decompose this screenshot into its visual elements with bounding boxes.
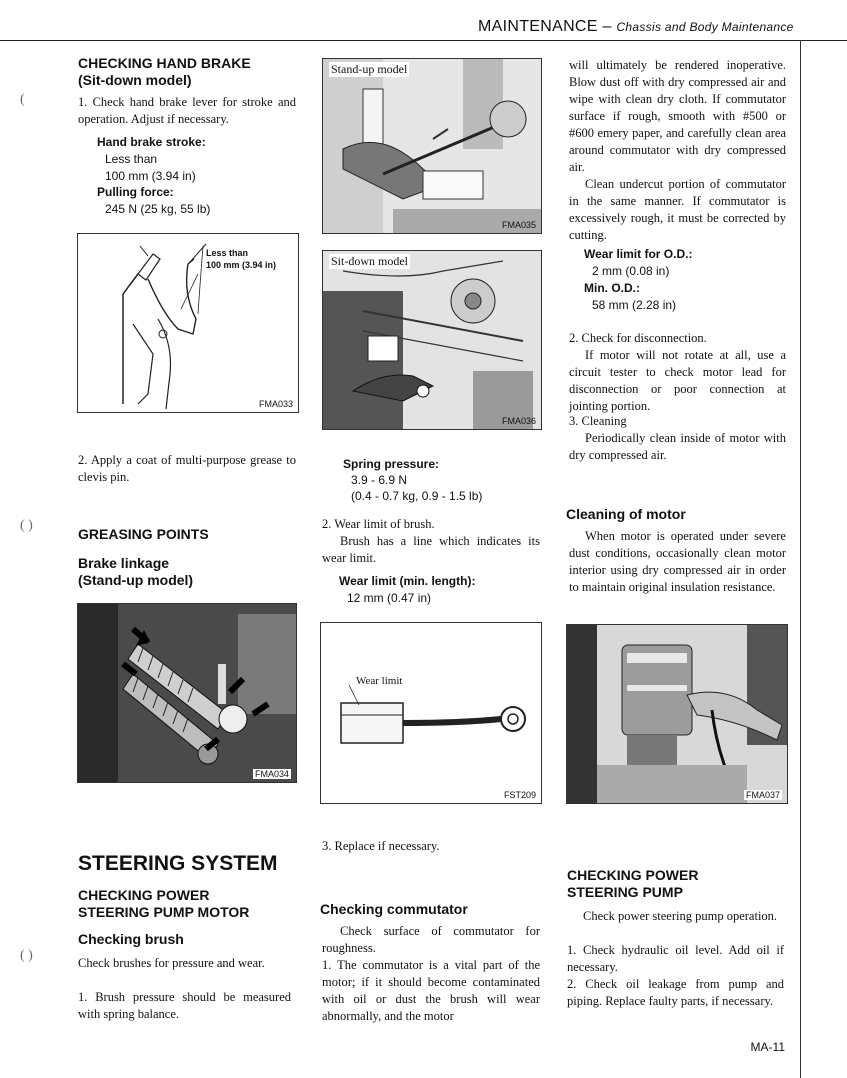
paragraph: Brush has a line which indicates its wea…	[322, 534, 540, 565]
title-cpsp-2: STEERING PUMP	[567, 884, 683, 900]
page-header: MAINTENANCE – Chassis and Body Maintenan…	[478, 18, 794, 35]
figure-sitdown-motor: Sit-down model FMA036	[322, 250, 542, 430]
paragraph: 2. Wear limit of brush.	[322, 517, 435, 531]
spec-value: 3.9 - 6.9 N	[351, 473, 408, 487]
spec-value: 245 N (25 kg, 55 lb)	[105, 202, 211, 216]
fig-label: Less than	[206, 248, 249, 258]
figure-brush-wear: Wear limit FST209	[320, 622, 542, 804]
figure-standup-motor: Stand-up model FMA035	[322, 58, 542, 234]
paragraph: 1. Check hydraulic oil level. Add oil if…	[567, 943, 784, 974]
paragraph: Check surface of commutator for roughnes…	[322, 924, 540, 955]
brush-drawing	[340, 684, 526, 744]
hand-brake-drawing	[122, 243, 207, 410]
figure-cleaning-motor: FMA037	[566, 624, 788, 804]
paragraph: If motor will not rotate at all, use a c…	[569, 348, 786, 413]
spec-label: Pulling force:	[97, 185, 174, 199]
figure-code: FMA034	[252, 769, 291, 779]
title-greasing-points: GREASING POINTS	[78, 526, 209, 542]
paragraph: 1. Brush pressure should be measured wit…	[78, 990, 291, 1021]
spec-label: Wear limit for O.D.:	[584, 247, 693, 261]
figure-code: FMA035	[501, 220, 536, 230]
spec-value: (0.4 - 0.7 kg, 0.9 - 1.5 lb)	[351, 489, 483, 503]
paragraph: Check power steering pump operation.	[583, 909, 778, 923]
title-steering-system: STEERING SYSTEM	[78, 852, 278, 875]
spec-value: Less than	[105, 152, 158, 166]
paragraph: Clean undercut portion of commutator in …	[569, 177, 786, 242]
spec-value: 12 mm (0.47 in)	[347, 591, 432, 605]
header-sub: Chassis and Body Maintenance	[616, 20, 794, 34]
binding-mark: ( )	[20, 948, 33, 963]
paragraph: 1. Check hand brake lever for stroke and…	[78, 95, 296, 126]
header-main: MAINTENANCE	[478, 18, 598, 35]
page-number: MA-11	[750, 1040, 785, 1054]
figure-code: FMA033	[258, 399, 293, 409]
paragraph: 3. Replace if necessary.	[322, 839, 440, 853]
spec-label: Wear limit (min. length):	[339, 574, 476, 588]
fig-label: Wear limit	[356, 675, 403, 687]
binding-rule	[800, 40, 801, 1078]
paragraph: When motor is operated under severe dust…	[569, 529, 786, 594]
title-cpspm-1: CHECKING POWER	[78, 887, 210, 903]
paragraph: 2. Check for disconnection.	[569, 331, 707, 345]
header-rule	[0, 40, 847, 41]
paragraph: Periodically clean inside of motor with …	[569, 431, 786, 462]
spec-label: Spring pressure:	[343, 457, 440, 471]
title-cpsp-1: CHECKING POWER	[567, 867, 699, 883]
paragraph: Check brushes for pressure and wear.	[78, 956, 265, 970]
title-cpspm-2: STEERING PUMP MOTOR	[78, 904, 250, 920]
subtitle-checking-brush: Checking brush	[78, 931, 184, 947]
figure-title: Sit-down model	[329, 254, 410, 269]
figure-code: FMA036	[501, 416, 536, 426]
title-checking-hand-brake: CHECKING HAND BRAKE	[78, 55, 251, 71]
spec-value: 58 mm (2.28 in)	[592, 298, 677, 312]
paragraph: will ultimately be rendered inoperative.…	[569, 58, 786, 174]
figure-title: Stand-up model	[329, 62, 410, 77]
paragraph: 1. The commutator is a vital part of the…	[322, 958, 540, 1023]
figure-code: FST209	[503, 790, 536, 800]
spec-label: Hand brake stroke:	[97, 135, 206, 149]
subtitle-cleaning-motor: Cleaning of motor	[566, 506, 686, 522]
figure-code: FMA037	[743, 790, 782, 800]
spec-label: Min. O.D.:	[584, 281, 640, 295]
spec-value: 2 mm (0.08 in)	[592, 264, 670, 278]
subtitle-brake-linkage: Brake linkage	[78, 555, 170, 571]
subtitle-checking-commutator: Checking commutator	[320, 901, 468, 917]
paragraph: 2. Check oil leakage from pump and pipin…	[567, 977, 784, 1008]
subtitle-standup: (Stand-up model)	[78, 572, 194, 588]
fig-label: 100 mm (3.94 in)	[206, 260, 277, 270]
standup-motor-photo	[323, 59, 541, 233]
sitdown-motor-photo	[323, 251, 541, 429]
brake-linkage-photo	[78, 604, 296, 782]
binding-mark: (	[20, 92, 25, 107]
binding-mark: ( )	[20, 518, 33, 533]
figure-hand-brake: Less than 100 mm (3.94 in) FMA033	[77, 233, 299, 413]
paragraph: 2. Apply a coat of multi-purpose grease …	[78, 453, 296, 484]
spec-value: 100 mm (3.94 in)	[105, 169, 196, 183]
cleaning-motor-photo	[567, 625, 787, 803]
paragraph: 3. Cleaning	[569, 414, 627, 428]
figure-brake-linkage: FMA034	[77, 603, 297, 783]
title-sit-down: (Sit-down model)	[78, 72, 192, 88]
